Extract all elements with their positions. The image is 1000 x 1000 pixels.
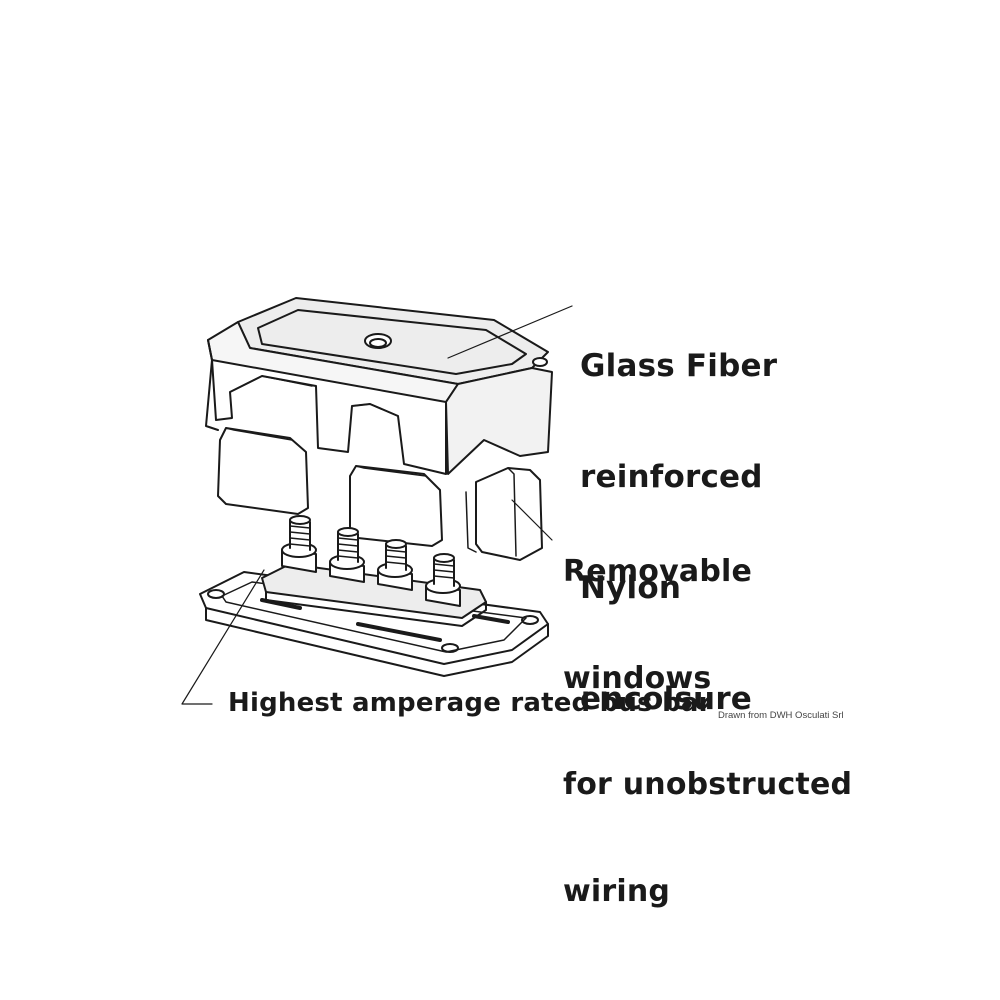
windows-callout-line: windows (563, 660, 712, 696)
busbar-callout: Highest amperage rated bus bar (228, 688, 712, 718)
removable-windows (217, 427, 543, 561)
enclosure-callout-line: encolsure (580, 681, 753, 717)
enclosure-cover (205, 297, 553, 475)
base-hole-icon (441, 643, 459, 653)
base-slot (472, 614, 510, 624)
stud-icon (329, 527, 365, 583)
windows-callout-line: Removable (563, 554, 753, 589)
enclosure-callout-line: Nylon (580, 570, 682, 606)
windows-callout: Removable windows for unobstructed wirin… (563, 483, 852, 945)
base-hole-icon (207, 589, 225, 599)
enclosure-callout: Glass Fiber reinforced Nylon encolsure (580, 274, 777, 755)
windows-callout-line: for unobstructed (563, 767, 853, 802)
window-panel-left (217, 427, 309, 515)
cover-bolt-icon (532, 357, 548, 367)
studs (281, 515, 461, 607)
window-panel-right (475, 467, 543, 561)
base-hole-icon (521, 615, 539, 625)
leader-line-windows (511, 499, 553, 541)
cover-right-face (445, 367, 553, 475)
cover-top-recess (257, 309, 527, 375)
base-plate (199, 563, 549, 677)
leader-line-enclosure (447, 305, 573, 359)
enclosure-callout-line: Glass Fiber (580, 348, 778, 384)
cover-center-hole (364, 333, 392, 349)
base-slot (356, 622, 442, 642)
credit-text: Drawn from DWH Osculati Srl (718, 710, 844, 721)
enclosure-callout-line: reinforced (580, 459, 763, 495)
stud-icon (425, 553, 461, 607)
leader-line-busbar (181, 569, 265, 705)
windows-callout-line: wiring (563, 873, 671, 909)
stud-icon (377, 539, 413, 591)
window-panel-center (349, 465, 443, 547)
stud-icon (281, 515, 317, 573)
cover-front-leg-left (207, 339, 447, 475)
base-slot (260, 598, 302, 610)
